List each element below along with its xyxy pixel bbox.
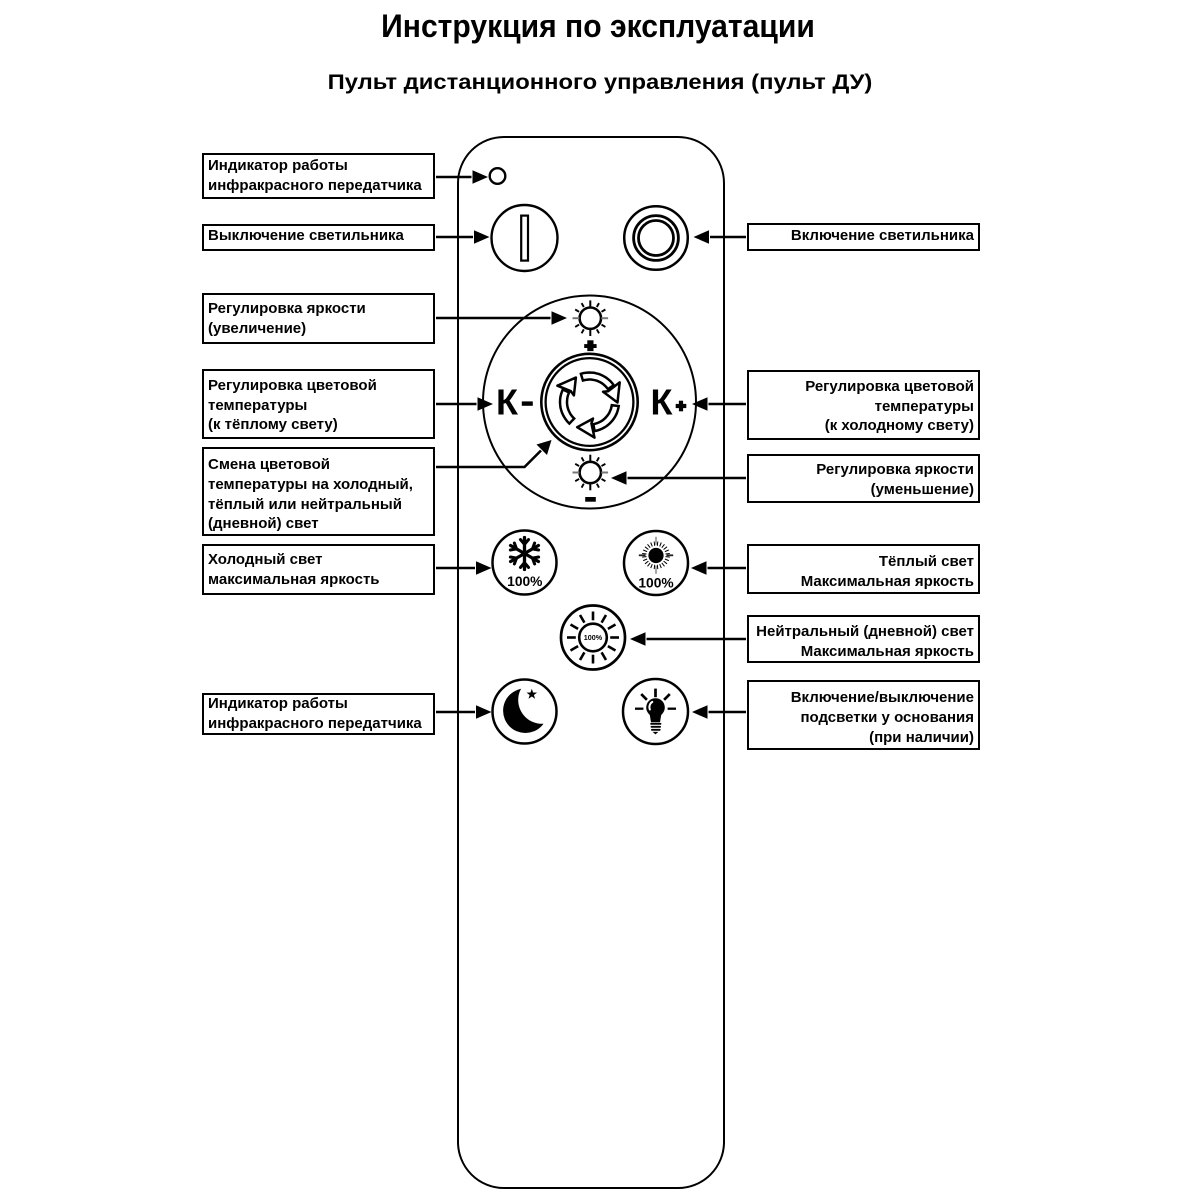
svg-text:К: К <box>651 382 674 423</box>
svg-text:100%: 100% <box>507 574 542 589</box>
svg-text:К: К <box>496 382 519 423</box>
svg-text:100%: 100% <box>638 575 673 590</box>
svg-text:100%: 100% <box>584 633 603 642</box>
